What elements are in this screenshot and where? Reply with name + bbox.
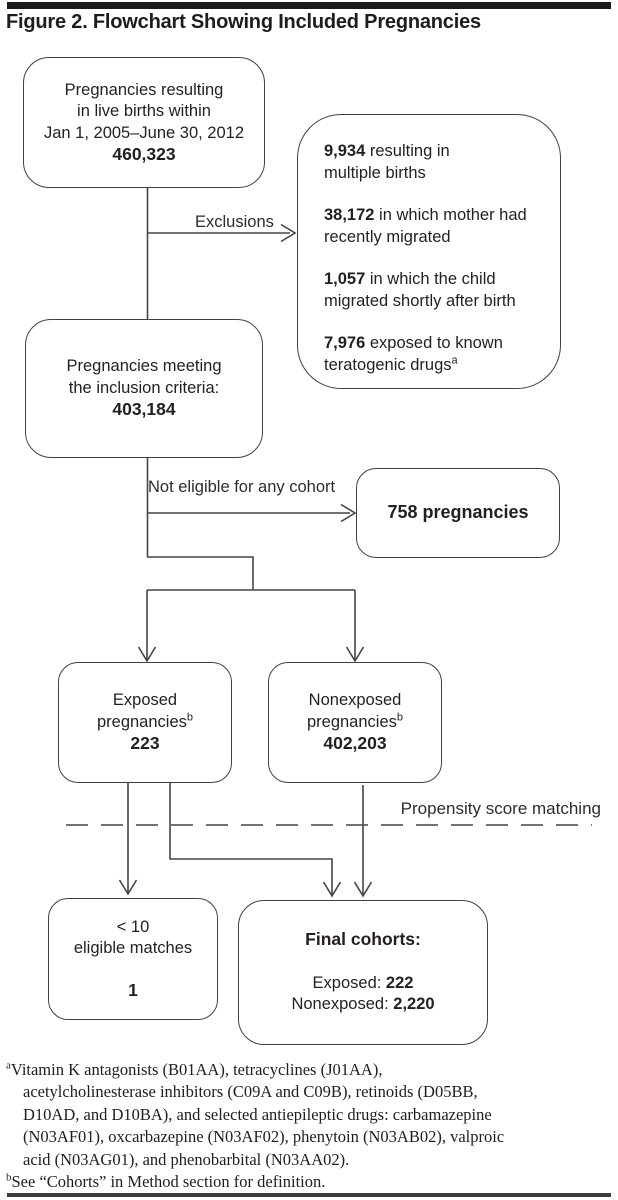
exclusion-text: multiple births: [324, 163, 426, 182]
nonexposed-pregnancies-box: Nonexposed pregnanciesb 402,203: [268, 662, 442, 783]
exclusion-item-multiple-births: 9,934 resulting in multiple births: [324, 141, 450, 184]
exclusion-count: 38,172: [324, 206, 375, 224]
footnotes: aVitamin K antagonists (B01AA), tetracyc…: [6, 1059, 612, 1193]
source-line: Jan 1, 2005–June 30, 2012: [43, 123, 244, 142]
matches-line: < 10: [116, 917, 150, 936]
inclusion-line: the inclusion criteria:: [68, 378, 220, 397]
arrowhead-nonexposed: [345, 646, 365, 663]
top-rule: [7, 2, 611, 9]
matches-line: eligible matches: [73, 939, 193, 958]
source-line: in live births within: [77, 102, 211, 120]
footnote-a-marker: a: [6, 1059, 11, 1072]
arrowhead-final-left: [322, 881, 342, 898]
exclusion-item-child-migrated: 1,057 in which the child migrated shortl…: [324, 269, 516, 312]
exposed-pregnancies-box: Exposed pregnanciesb 223: [58, 662, 232, 783]
footnote-b-marker: b: [6, 1171, 12, 1184]
inclusion-count: 403,184: [112, 399, 176, 420]
exclusion-text: in which mother had: [374, 206, 527, 224]
final-cohorts-title: Final cohorts:: [305, 929, 421, 950]
exclusion-count: 9,934: [324, 142, 366, 160]
footnote-a-line: acetylcholinesterase inhibitors (C09A an…: [23, 1082, 478, 1102]
final-nonexposed-label: Nonexposed:: [291, 995, 394, 1014]
footnote-a-line: D10AD, and D10BA), and selected antiepil…: [23, 1104, 492, 1124]
source-line: Pregnancies resulting: [64, 80, 224, 99]
exclusion-text: resulting in: [365, 142, 450, 160]
footnote-a-line: aVitamin K antagonists (B01AA), tetracyc…: [6, 1059, 383, 1079]
not-eligible-box: 758 pregnancies: [356, 468, 560, 558]
matches-count: 1: [128, 979, 138, 1000]
final-exposed-count: 222: [385, 973, 414, 992]
inclusion-line: Pregnancies meeting: [66, 357, 222, 376]
exclusion-item-teratogenic-drugs: 7,976 exposed to known teratogenic drugs…: [324, 333, 503, 376]
final-nonexposed-count: 2,220: [393, 995, 435, 1014]
footnote-b-line: bSee “Cohorts” in Method section for def…: [6, 1171, 326, 1192]
arrowhead-exclusions: [280, 223, 297, 243]
exclusion-text: teratogenic drugs: [324, 355, 452, 374]
exclusions-arrow-label: Exclusions: [195, 213, 274, 231]
propensity-matching-label: Propensity score matching: [400, 799, 601, 818]
not-eligible-arrow-label: Not eligible for any cohort: [148, 478, 336, 496]
not-eligible-count: 758 pregnancies: [387, 502, 529, 523]
exclusion-text: in which the child: [365, 270, 496, 288]
exclusion-text: migrated shortly after birth: [324, 291, 516, 310]
exposed-count: 223: [130, 733, 160, 754]
exclusions-box: 9,934 resulting in multiple births 38,17…: [297, 114, 561, 389]
exposed-line: pregnancies: [96, 712, 187, 731]
arrowhead-final-right: [353, 881, 373, 898]
exclusion-count: 7,976: [324, 334, 366, 352]
footnote-a-ref: a: [451, 354, 458, 366]
arrowhead-matches: [118, 879, 138, 896]
nonexposed-line: Nonexposed: [308, 691, 402, 710]
exclusion-text: recently migrated: [324, 227, 451, 246]
exclusion-item-mother-migrated: 38,172 in which mother had recently migr…: [324, 205, 527, 248]
final-cohorts-box: Final cohorts: Exposed: 222 Nonexposed: …: [238, 900, 488, 1045]
footnote-b-ref: b: [396, 711, 404, 724]
source-count: 460,323: [112, 144, 176, 164]
nonexposed-count: 402,203: [323, 733, 387, 754]
connector-exposed-to-final: [169, 783, 333, 894]
arrowhead-not-eligible: [340, 503, 357, 523]
footnote-b-ref: b: [186, 711, 194, 724]
inclusion-criteria-box: Pregnancies meeting the inclusion criter…: [25, 319, 263, 458]
bottom-rule: [7, 1193, 611, 1197]
nonexposed-line: pregnancies: [306, 712, 397, 731]
footnote-a-line: (N03AF01), oxcarbazepine (N03AF02), phen…: [23, 1127, 505, 1147]
arrowhead-exposed: [137, 646, 157, 663]
eligible-matches-box: < 10 eligible matches 1: [48, 898, 218, 1020]
connector-inclusion-down: [146, 458, 254, 590]
exclusion-count: 1,057: [324, 270, 366, 288]
source-pregnancies-box: Pregnancies resulting in live births wit…: [23, 57, 265, 188]
footnote-a-line: acid (N03AG01), and phenobarbital (N03AA…: [23, 1149, 350, 1169]
exclusion-text: exposed to known: [365, 334, 503, 352]
figure-title: Figure 2. Flowchart Showing Included Pre…: [6, 11, 481, 33]
exposed-line: Exposed: [112, 691, 178, 710]
final-exposed-label: Exposed:: [312, 973, 386, 992]
